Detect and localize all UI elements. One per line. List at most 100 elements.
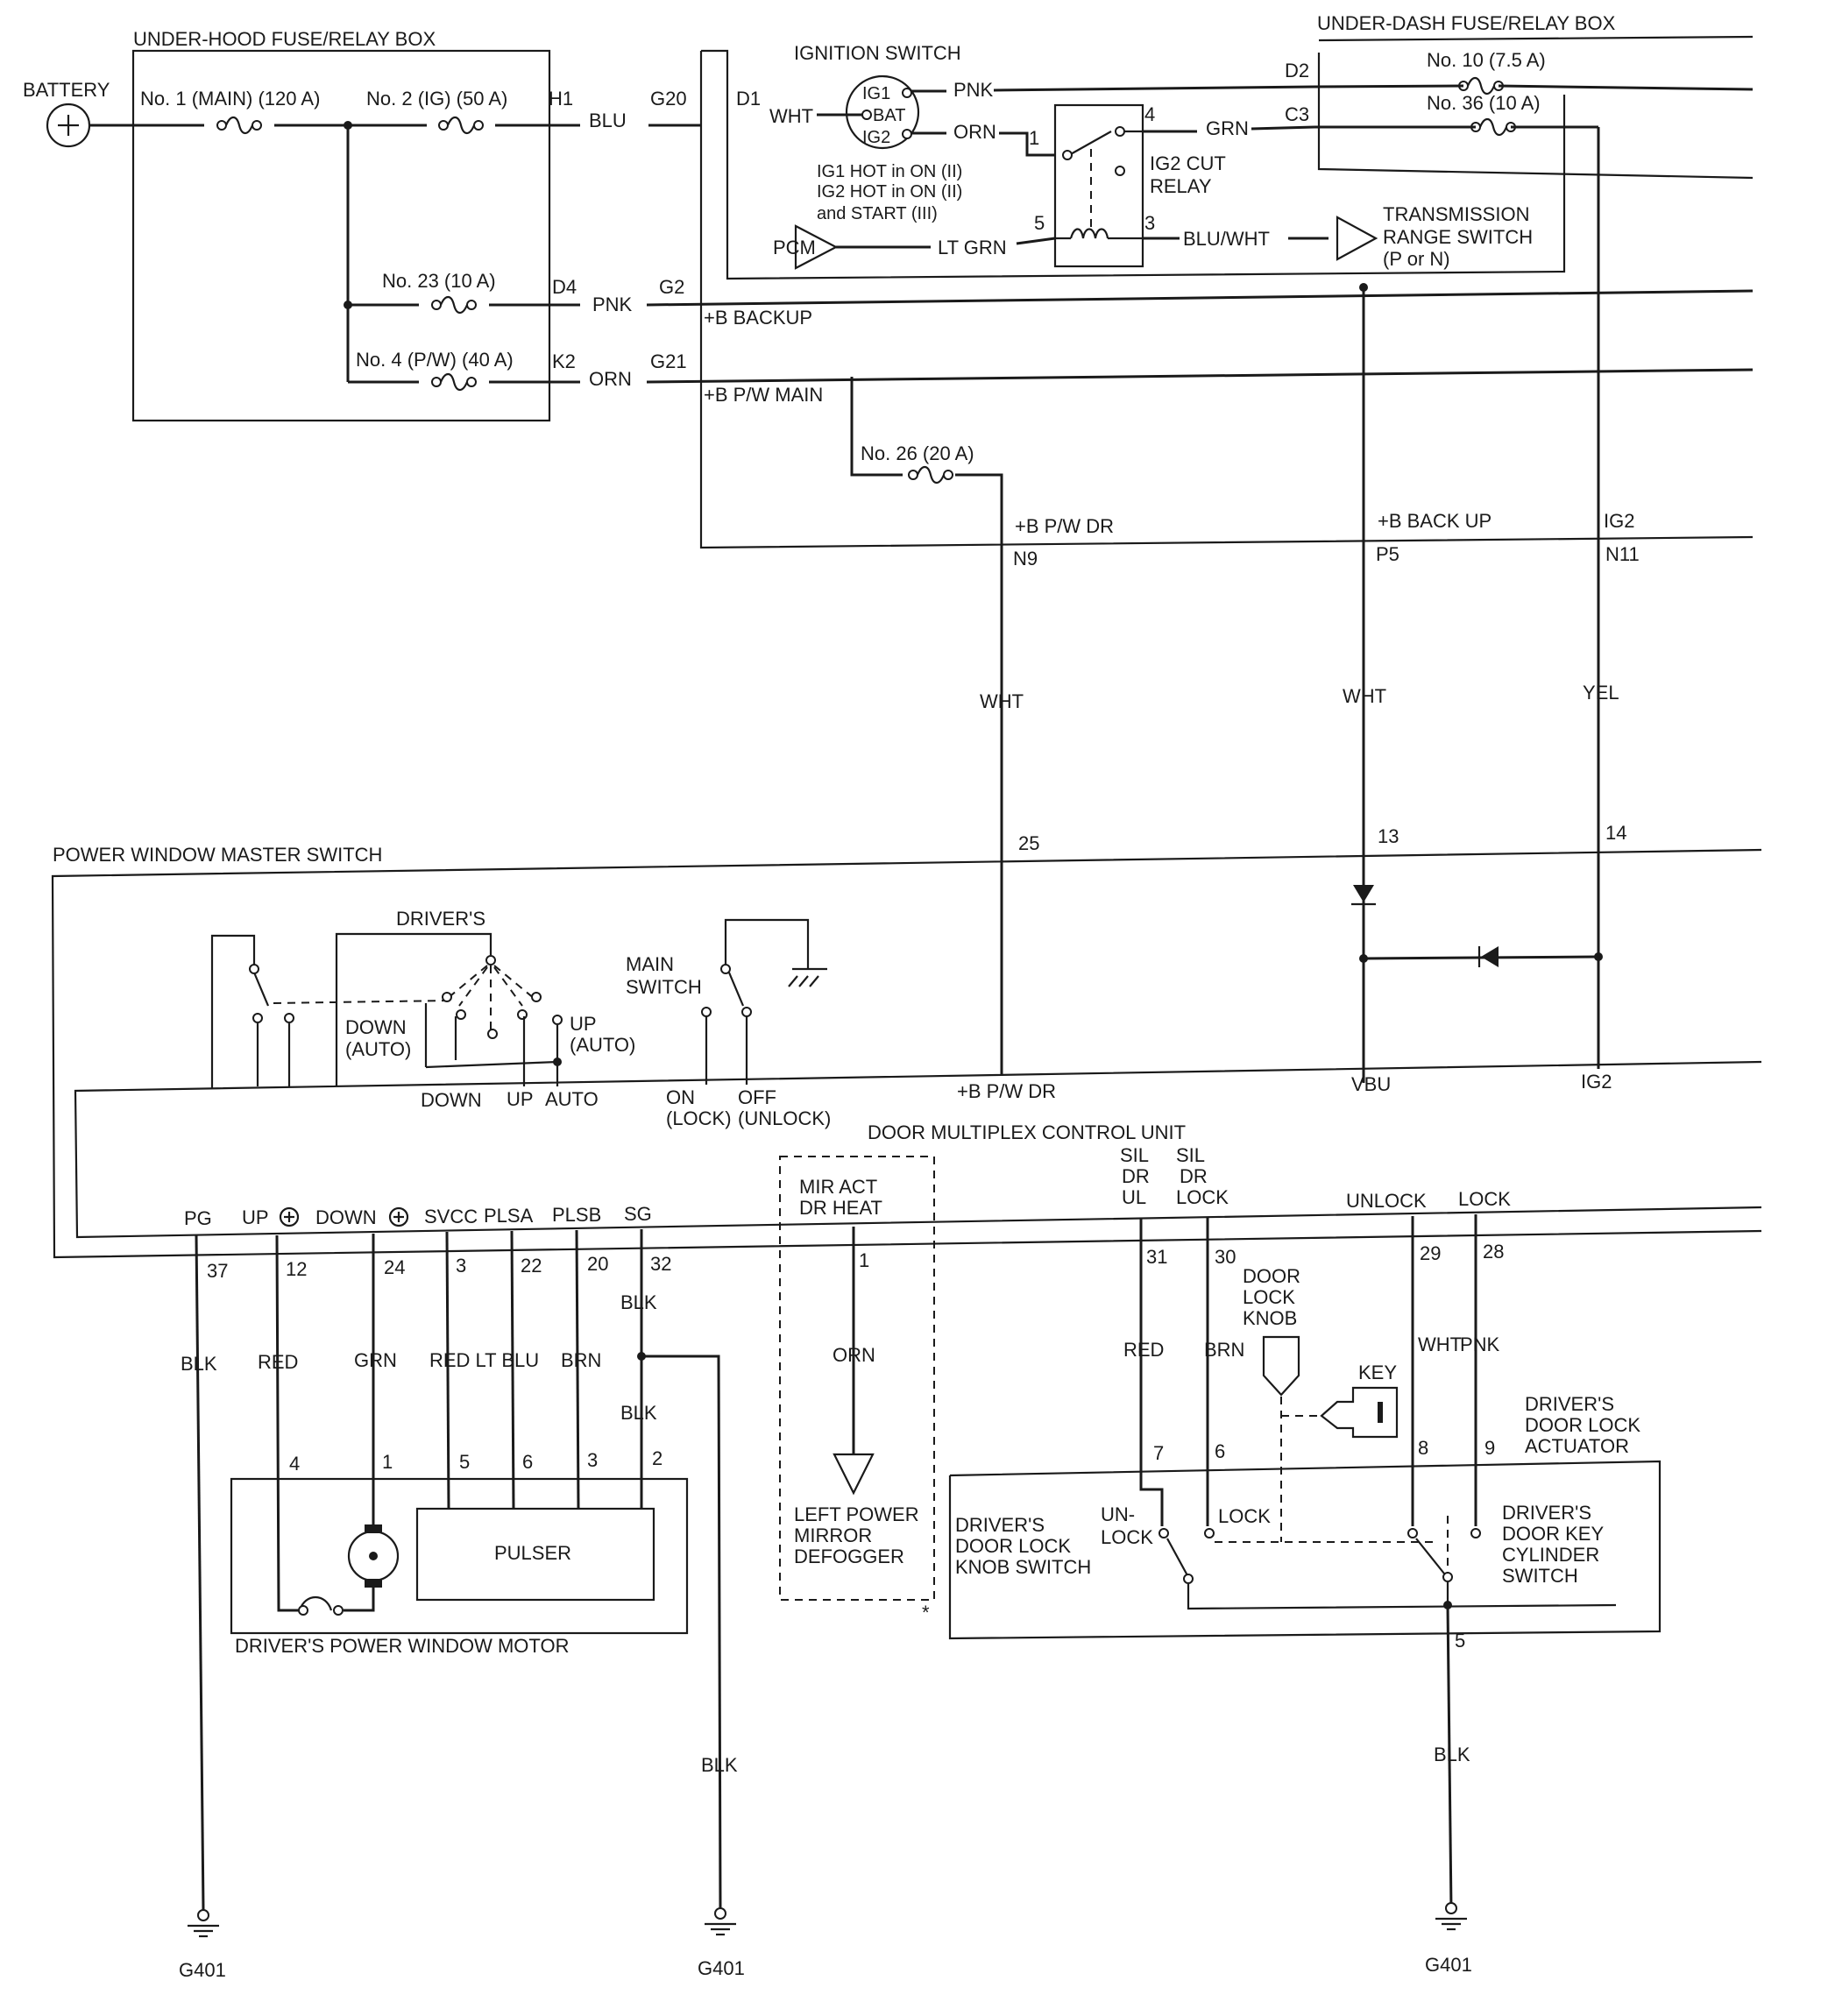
wire-color-yel: YEL — [1583, 682, 1619, 704]
ignition-note-3: and START (III) — [817, 204, 938, 223]
sil-dr-lock-3: LOCK — [1176, 1186, 1229, 1208]
master-bottom-pins: PG UP DOWN SVCC PLSA PLSB SG 37 12 24 3 … — [184, 1203, 671, 1282]
trans-switch-label-1: TRANSMISSION — [1383, 203, 1529, 225]
fuse-no23: No. 23 (10 A) — [382, 270, 496, 315]
drivers-switch: DRIVER'S DOWN (AUTO) UP (AUTO) DOWN UP A… — [210, 908, 635, 1111]
pin-pg: PG — [184, 1207, 212, 1229]
connector-d2: D2 — [1285, 60, 1309, 81]
wire-color-orn-mirror: ORN — [833, 1344, 875, 1366]
fuse-no23-label: No. 23 (10 A) — [382, 270, 496, 292]
ground-g401-3: G401 — [1425, 1901, 1472, 1976]
connector-n11: N11 — [1605, 543, 1640, 565]
up-label: UP — [507, 1088, 534, 1110]
sil-dr-ul-2: DR — [1122, 1165, 1150, 1187]
switch-pin-8: 8 — [1418, 1437, 1428, 1459]
pin-num-22: 22 — [521, 1255, 542, 1277]
diode-backup — [1351, 885, 1376, 963]
battery: BATTERY — [23, 79, 110, 148]
ground-label-1: G401 — [179, 1959, 226, 1981]
mirror-pin-1: 1 — [859, 1249, 869, 1271]
master-label-vbu: VBU — [1351, 1073, 1391, 1095]
wire-color-wht-backup: WHT — [1343, 685, 1386, 707]
relay-pin-1: 1 — [1029, 127, 1039, 149]
fuse-no4: No. 4 (P/W) (40 A) — [356, 349, 514, 392]
wire-color-blu-wht: BLU/WHT — [1183, 228, 1270, 250]
ignition-ig2: IG2 — [862, 128, 890, 147]
motor-pin-5: 5 — [459, 1451, 470, 1473]
underhood-box-outline — [131, 49, 551, 422]
motor-pin-2: 2 — [652, 1447, 663, 1469]
bus-label-ig2: IG2 — [1604, 510, 1634, 532]
pcm: PCM LT GRN — [773, 224, 1056, 270]
lock-label: (LOCK) — [666, 1107, 732, 1129]
down-label: DOWN — [421, 1089, 482, 1111]
ground-g401-1: G401 — [179, 1908, 226, 1981]
auto-label: AUTO — [545, 1088, 599, 1110]
wire-color-orn: ORN — [589, 368, 632, 390]
actuator-label-2: DOOR LOCK — [1525, 1414, 1640, 1436]
door-key-cylinder-switch — [1407, 1516, 1481, 1609]
door-lock-knob-label-3: KNOB — [1243, 1307, 1297, 1329]
actuator-box — [948, 1460, 1662, 1640]
wire-color-blk-sg-1: BLK — [620, 1291, 657, 1313]
drivers-power-window-motor: PULSER DRIVER'S POWER WINDOW MOTOR 4 1 5… — [230, 1447, 689, 1657]
key: KEY — [1281, 1362, 1399, 1439]
pin-num-20: 20 — [587, 1253, 608, 1275]
unlock-contact-label-2: LOCK — [1101, 1526, 1153, 1548]
main-switch: MAIN SWITCH ON (LOCK) OFF (UNLOCK) — [626, 918, 831, 1129]
mirror-label-1: LEFT POWER — [794, 1503, 919, 1525]
wire-color-wht-pwdr: WHT — [980, 690, 1024, 712]
wire-color-red-up: RED — [258, 1351, 298, 1373]
bus-label-backup: +B BACKUP — [704, 307, 812, 329]
pin-down: DOWN — [315, 1206, 377, 1228]
wire-color-red-lt-blu: RED LT BLU — [429, 1349, 539, 1371]
bus-outline — [699, 35, 1754, 549]
mir-act-label-2: DR HEAT — [799, 1197, 882, 1219]
pulser-box — [415, 1507, 655, 1602]
underdash-box-label: UNDER-DASH FUSE/RELAY BOX — [1317, 12, 1616, 34]
relay-label-2: RELAY — [1150, 175, 1212, 197]
relay-pin-3: 3 — [1144, 212, 1155, 234]
fuse-no1-label: No. 1 (MAIN) (120 A) — [140, 88, 320, 110]
pin-num-3: 3 — [456, 1255, 466, 1277]
drivers-switch-label: DRIVER'S — [396, 908, 485, 930]
wire-color-red-lock: RED — [1123, 1339, 1164, 1361]
wire-color-blk-sg-3: BLK — [701, 1754, 738, 1776]
motor-pin-6: 6 — [522, 1451, 533, 1473]
pin-num-37: 37 — [207, 1260, 228, 1282]
fuse-no1: No. 1 (MAIN) (120 A) — [140, 88, 320, 135]
pin-unlock: UNLOCK — [1346, 1190, 1427, 1212]
door-lock-knob-label-2: LOCK — [1243, 1286, 1295, 1308]
master-pin-25: 25 — [1018, 832, 1039, 854]
master-label-pw-dr: +B P/W DR — [957, 1080, 1056, 1102]
pin-lock: LOCK — [1458, 1188, 1511, 1210]
on-label: ON — [666, 1086, 695, 1108]
down-auto-label-1: DOWN — [345, 1016, 407, 1038]
down-auto-label-2: (AUTO) — [345, 1038, 411, 1060]
asterisk: * — [922, 1602, 930, 1623]
fuse-no10: No. 10 (7.5 A) — [1314, 49, 1754, 95]
cylinder-label-3: CYLINDER — [1502, 1544, 1599, 1566]
motor-pin-3: 3 — [587, 1449, 598, 1471]
wire-color-grn-down: GRN — [354, 1349, 397, 1371]
wire-color-blu: BLU — [589, 110, 627, 131]
pcm-arrow — [794, 224, 839, 270]
mirror-label-2: MIRROR — [794, 1524, 872, 1546]
actuator-label-1: DRIVER'S — [1525, 1393, 1614, 1415]
off-label: OFF — [738, 1086, 776, 1108]
connector-k2: K2 — [552, 350, 576, 372]
up-auto-label-2: (AUTO) — [570, 1034, 635, 1056]
battery-label: BATTERY — [23, 79, 110, 101]
actuator-label-3: ACTUATOR — [1525, 1435, 1629, 1457]
relay-pin-4: 4 — [1144, 103, 1155, 125]
switch-pin-6: 6 — [1215, 1440, 1225, 1462]
fuse-no2: No. 2 (IG) (50 A) — [366, 88, 507, 135]
ignition-switch-body — [845, 74, 920, 150]
up-auto-label-1: UP — [570, 1013, 597, 1035]
pin-plsb: PLSB — [552, 1204, 601, 1226]
trans-switch-label-3: (P or N) — [1383, 248, 1450, 270]
main-switch-label-2: SWITCH — [626, 976, 702, 998]
unlock-label: (UNLOCK) — [738, 1107, 831, 1129]
door-lock-wiring — [1139, 1214, 1477, 1526]
ground-label-2: G401 — [698, 1957, 745, 1979]
